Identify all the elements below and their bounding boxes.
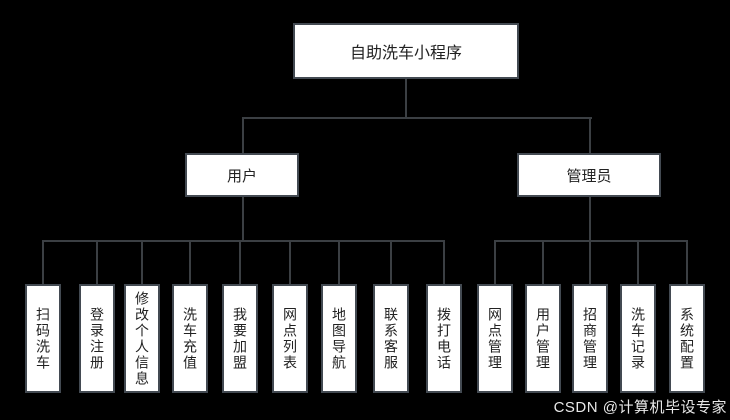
leaf-label: 地图导航	[331, 306, 347, 371]
leaf-node-make-call: 拨打电话	[426, 284, 462, 393]
connector-leaf-drop	[443, 241, 445, 284]
csdn-watermark: CSDN @计算机毕设专家	[553, 399, 727, 416]
connector-user-up	[242, 117, 244, 153]
connector-leaf-drop	[239, 241, 241, 284]
leaf-node-system-config: 系统配置	[669, 284, 705, 393]
connector-leaf-drop	[390, 241, 392, 284]
branch-node-user-label: 用户	[226, 167, 257, 185]
leaf-label: 网点列表	[282, 306, 298, 371]
leaf-node-join-us: 我要加盟	[222, 284, 258, 393]
leaf-node-outlet-management: 网点管理	[477, 284, 513, 393]
connector-leaf-drop	[686, 241, 688, 284]
leaf-label: 招商管理	[582, 306, 598, 371]
leaf-node-user-management: 用户管理	[525, 284, 561, 393]
leaf-label: 洗车充值	[182, 306, 198, 371]
leaf-node-merchant-management: 招商管理	[572, 284, 608, 393]
leaf-label: 系统配置	[679, 306, 695, 371]
connector-admin-up	[589, 117, 591, 153]
connector-leaf-drop	[141, 241, 143, 284]
connector-level1-horizontal	[242, 117, 592, 119]
leaf-label: 联系客服	[383, 306, 399, 371]
leaf-node-login-register: 登录注册	[79, 284, 115, 393]
branch-node-user: 用户	[185, 153, 299, 197]
connector-leaf-drop	[96, 241, 98, 284]
connector-admin-children-horizontal	[494, 240, 688, 242]
leaf-node-map-navigation: 地图导航	[321, 284, 357, 393]
connector-leaf-drop	[189, 241, 191, 284]
connector-user-down	[242, 197, 244, 242]
leaf-node-wash-recharge: 洗车充值	[172, 284, 208, 393]
leaf-label: 洗车记录	[630, 306, 646, 371]
connector-leaf-drop	[338, 241, 340, 284]
leaf-label: 我要加盟	[232, 306, 248, 371]
leaf-node-edit-profile: 修改个人信息	[124, 284, 160, 393]
connector-leaf-drop	[589, 241, 591, 284]
leaf-label: 拨打电话	[436, 306, 452, 371]
leaf-label: 网点管理	[487, 306, 503, 371]
leaf-node-contact-service: 联系客服	[373, 284, 409, 393]
connector-leaf-drop	[42, 241, 44, 284]
connector-leaf-drop	[494, 241, 496, 284]
connector-admin-down	[589, 197, 591, 242]
connector-leaf-drop	[289, 241, 291, 284]
leaf-label: 修改个人信息	[134, 290, 150, 387]
leaf-label: 扫码洗车	[35, 306, 51, 371]
connector-leaf-drop	[542, 241, 544, 284]
leaf-node-wash-records: 洗车记录	[620, 284, 656, 393]
leaf-node-outlet-list: 网点列表	[272, 284, 308, 393]
root-node-label: 自助洗车小程序	[349, 45, 462, 62]
connector-root-down	[405, 79, 407, 119]
connector-leaf-drop	[637, 241, 639, 284]
leaf-label: 用户管理	[535, 306, 551, 371]
connector-user-children-horizontal	[42, 240, 445, 242]
leaf-label: 登录注册	[89, 306, 105, 371]
branch-node-admin-label: 管理员	[566, 167, 612, 185]
branch-node-admin: 管理员	[517, 153, 661, 197]
root-node: 自助洗车小程序	[293, 23, 519, 79]
leaf-node-scan-wash: 扫码洗车	[25, 284, 61, 393]
